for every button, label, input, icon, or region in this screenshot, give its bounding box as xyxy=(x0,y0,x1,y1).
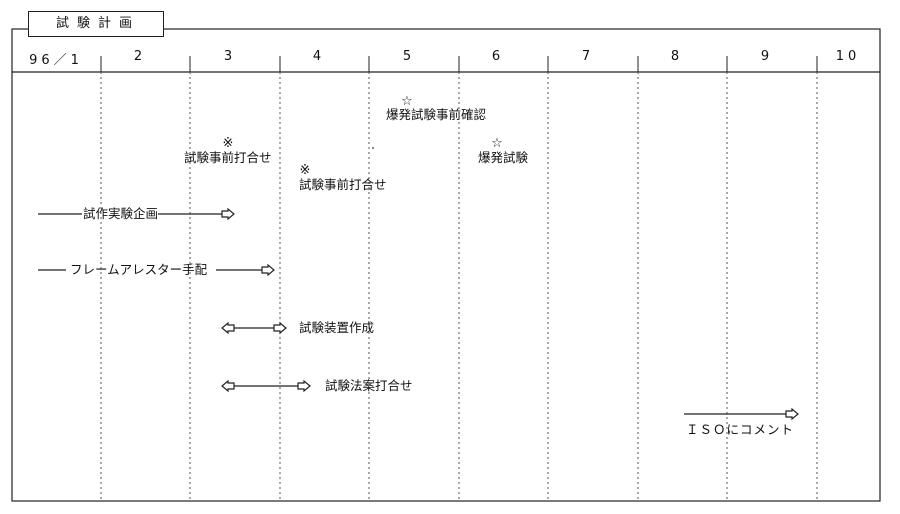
task-bar-2 xyxy=(38,263,275,277)
task-bar-1 xyxy=(38,207,235,221)
reference-mark-icon: ※ xyxy=(299,163,311,178)
month-label-4: 4 xyxy=(312,49,326,64)
month-label-7: 7 xyxy=(581,49,595,64)
task-bar-4 xyxy=(221,379,311,393)
star-icon: ☆ xyxy=(401,94,413,109)
task-label: フレームアレスター手配 xyxy=(70,262,208,277)
task-label: 試験装置作成 xyxy=(299,320,375,335)
month-label-6: 6 xyxy=(491,49,505,64)
task-label: 試作実験企画 xyxy=(83,206,159,221)
milestone-label: 爆発試験 xyxy=(478,150,529,165)
month-label-10: 10 xyxy=(835,49,861,64)
milestone-label: 試験事前打合せ xyxy=(299,177,387,192)
milestone-label: 爆発試験事前確認 xyxy=(386,107,487,122)
task-label: 試験法案打合せ xyxy=(325,378,413,393)
star-icon: ☆ xyxy=(491,136,503,151)
task-bar-3 xyxy=(221,321,287,335)
month-label-5: 5 xyxy=(402,49,416,64)
month-label-8: 8 xyxy=(670,49,684,64)
task-bar-5 xyxy=(684,407,799,421)
page-title: 試験計画 xyxy=(56,16,141,31)
month-label-3: 3 xyxy=(223,49,237,64)
title-tab xyxy=(28,11,164,37)
month-label-2: 2 xyxy=(133,49,147,64)
task-label: ＩＳＯにコメント xyxy=(686,422,795,437)
month-label-9: 9 xyxy=(760,49,774,64)
reference-mark-icon: ※ xyxy=(222,136,234,151)
month-label-1: 96／1 xyxy=(29,53,83,68)
milestone-label: 試験事前打合せ xyxy=(184,150,272,165)
